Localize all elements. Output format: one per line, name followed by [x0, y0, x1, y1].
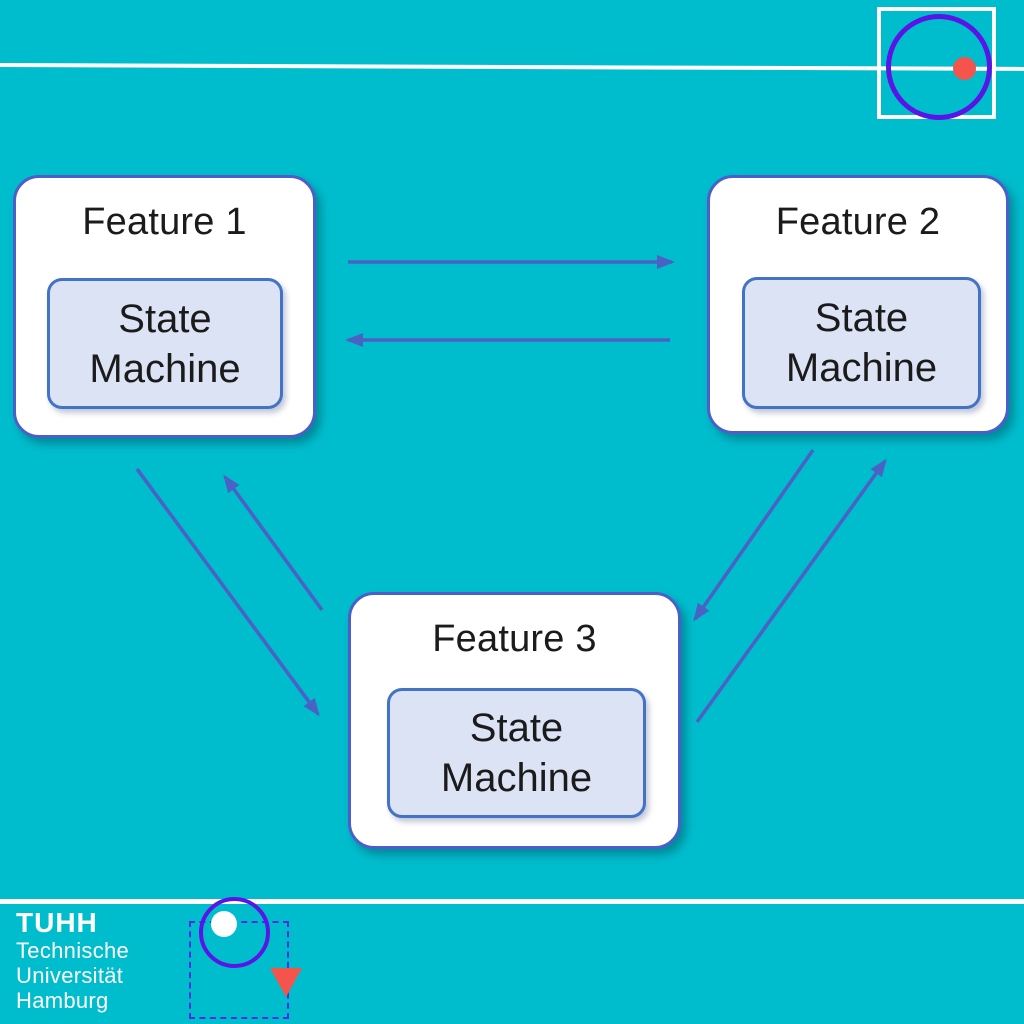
- feature-2-title: Feature 2: [775, 201, 941, 243]
- annotation-circle-icon: [886, 14, 992, 120]
- red-dot-icon: [953, 57, 976, 80]
- top-rule-line: [0, 63, 1024, 71]
- arrow-feature3-to-feature2: [695, 458, 887, 724]
- feature-2-state-machine-box: State Machine: [742, 277, 981, 409]
- arrow-feature3-to-feature1: [223, 474, 324, 612]
- feature-box-1: Feature 1 State Machine: [13, 175, 316, 438]
- feature-1-state-machine-label: State Machine: [89, 296, 241, 391]
- feature-box-2: Feature 2 State Machine: [707, 175, 1009, 434]
- bottom-rule-line: [0, 899, 1024, 904]
- feature-3-title: Feature 3: [432, 618, 597, 660]
- logo-line-1: Technische: [16, 938, 130, 963]
- red-triangle-icon: [270, 968, 302, 997]
- annotation-circle-bottom-icon: [199, 897, 270, 968]
- feature-1-title: Feature 1: [82, 201, 247, 243]
- logo-line-3: Hamburg: [16, 988, 109, 1013]
- arrow-feature1-to-feature3: [135, 467, 320, 717]
- logo-line-2: Universität: [16, 963, 124, 988]
- tuhh-logo: TUHH Technische Universität Hamburg: [16, 907, 130, 1014]
- feature-3-state-machine-label: State Machine: [440, 706, 593, 800]
- logo-acronym: TUHH: [16, 907, 98, 938]
- feature-2-state-machine-label: State Machine: [785, 296, 938, 390]
- feature-1-state-machine-box: State Machine: [47, 278, 283, 409]
- feature-box-3: Feature 3 State Machine: [348, 592, 681, 849]
- feature-3-state-machine-box: State Machine: [387, 688, 646, 818]
- arrow-feature2-to-feature3: [693, 448, 815, 622]
